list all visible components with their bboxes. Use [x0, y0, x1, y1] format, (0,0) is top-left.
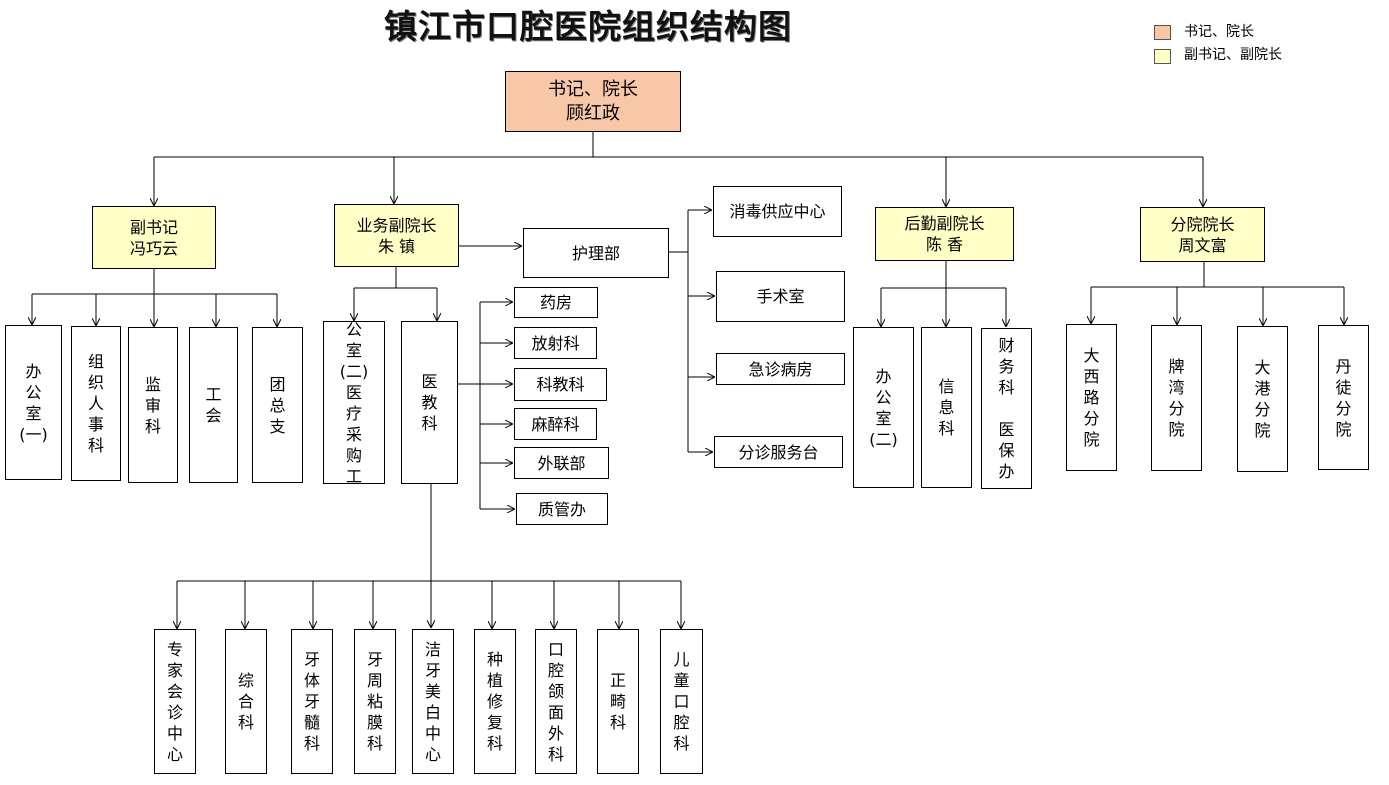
node-c2: 综合科 [225, 629, 267, 774]
node-d3a: 办公室(二) [853, 327, 914, 488]
node-c7: 口腔颌面外科 [535, 629, 577, 774]
node-c6: 种植修复科 [474, 629, 516, 774]
node-d3b: 信息科 [921, 327, 972, 488]
node-nursing: 护理部 [523, 228, 669, 278]
node-n4: 分诊服务台 [714, 436, 843, 468]
node-dep3: 后勤副院长 陈 香 [875, 207, 1014, 261]
node-dep2: 业务副院长 朱 镇 [334, 204, 459, 267]
node-b3: 大港分院 [1237, 326, 1288, 472]
node-top: 书记、院长 顾红政 [505, 71, 681, 132]
node-e4: 麻醉科 [514, 408, 597, 440]
legend-swatch-deputy [1154, 49, 1171, 64]
node-n1: 消毒供应中心 [713, 186, 842, 237]
legend-swatch-top [1154, 25, 1171, 40]
node-c1: 专家会诊中心 [154, 629, 196, 774]
node-d3c: 财务科 医保办 [981, 328, 1032, 489]
node-c5: 洁牙美白中心 [412, 629, 454, 774]
node-e1: 药房 [514, 287, 598, 318]
node-d1e: 团总支 [252, 327, 303, 483]
node-c4: 牙周粘膜科 [354, 629, 396, 774]
node-e6: 质管办 [516, 493, 608, 525]
node-c8: 正畸科 [597, 629, 639, 774]
node-b2: 牌湾分院 [1151, 325, 1202, 471]
node-c9: 儿童口腔科 [660, 629, 703, 774]
node-dep4: 分院院长 周文富 [1140, 207, 1265, 262]
node-d1c: 监审科 [128, 327, 178, 483]
node-n3: 急诊病房 [716, 353, 845, 385]
node-b1: 大西路分院 [1066, 324, 1117, 471]
node-d2b: 医教科 [401, 321, 458, 484]
node-e2: 放射科 [514, 327, 597, 359]
node-d1a: 办公室(一) [5, 325, 62, 480]
node-e5: 外联部 [514, 447, 609, 479]
chart-title: 镇江市口腔医院组织结构图 [384, 7, 792, 46]
node-c3: 牙体牙髓科 [291, 629, 333, 774]
node-d1b: 组织人事科 [71, 326, 121, 481]
legend-label-top: 书记、院长 [1184, 24, 1254, 40]
node-d1d: 工会 [189, 327, 238, 483]
node-dep1: 副书记 冯巧云 [92, 206, 216, 269]
node-n2: 手术室 [716, 271, 845, 322]
node-e3: 科教科 [514, 368, 607, 401]
node-d2a: 办公室(二)医疗采购工作 [323, 321, 385, 484]
legend-label-deputy: 副书记、副院长 [1184, 47, 1282, 63]
node-b4: 丹徒分院 [1318, 325, 1369, 470]
